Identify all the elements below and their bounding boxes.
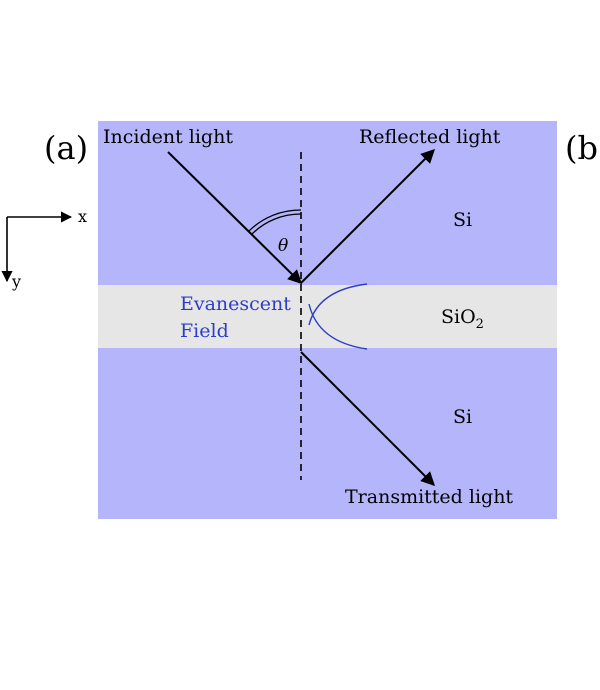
- incident-ray: [167, 151, 302, 284]
- evanescent-label-line1: Evanescent: [180, 293, 291, 315]
- angle-arc-inner: [251, 213, 302, 235]
- si-bottom-label: Si: [453, 406, 472, 428]
- evanescent-curve-upper: [308, 283, 368, 326]
- angle-theta: θ: [278, 236, 288, 256]
- transmitted-light-label: Transmitted light: [345, 486, 513, 508]
- incident-light-label: Incident light: [103, 126, 233, 148]
- reflected-light-label: Reflected light: [359, 126, 501, 148]
- angle-arc-outer: [248, 209, 302, 232]
- reflected-ray: [300, 149, 435, 284]
- sio2-label: SiO2: [441, 306, 484, 332]
- si-top-label: Si: [453, 209, 472, 231]
- si-bottom-layer: [98, 348, 557, 519]
- evanescent-curve-lower: [308, 303, 368, 350]
- sio2-label-base: SiO: [441, 306, 476, 328]
- sio2-label-subscript: 2: [476, 317, 484, 332]
- x-axis-label: x: [78, 207, 87, 226]
- sio2-layer: [98, 285, 557, 348]
- panel-label-a: (a): [44, 129, 88, 167]
- y-axis-label: y: [11, 272, 21, 291]
- panel-label-b: (b: [565, 129, 598, 167]
- evanescent-label-line2: Field: [180, 320, 229, 342]
- transmitted-ray: [300, 351, 435, 486]
